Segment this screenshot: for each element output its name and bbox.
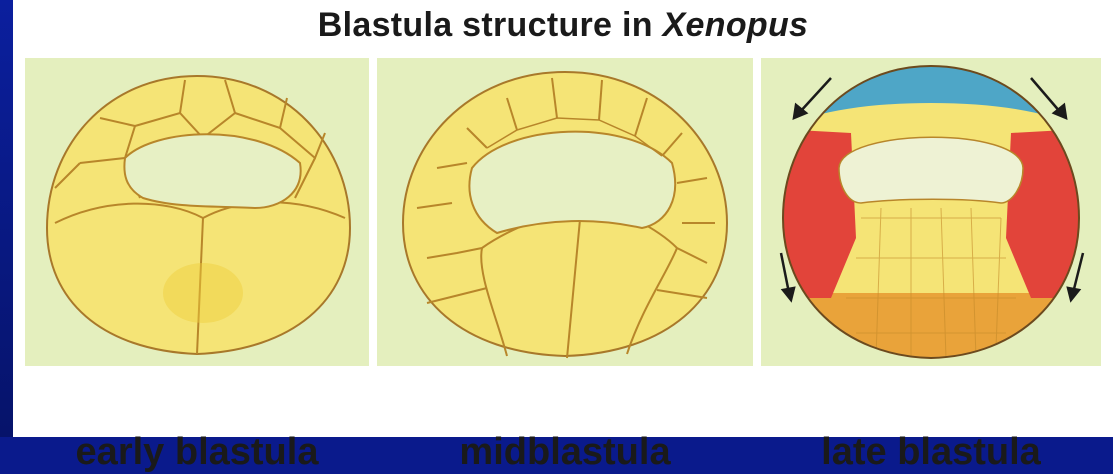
midblastula-illustration [377,58,753,366]
left-frame-bar [0,0,13,437]
slide-title: Blastula structure in Xenopus [13,6,1113,45]
slide: Blastula structure in Xenopus [13,0,1113,437]
early-blastula-illustration [25,58,369,366]
caption-early-blastula: early blastula [25,431,369,474]
panel-midblastula: midblastula [377,58,753,366]
caption-midblastula: midblastula [377,431,753,474]
panel-late-blastula: late blastula [761,58,1101,366]
late-blastula-illustration [761,58,1101,366]
blastocoel [839,137,1023,203]
title-species: Xenopus [663,6,809,44]
caption-late-blastula: late blastula [761,431,1101,474]
panel-early-blastula: early blastula [25,58,369,366]
title-prefix: Blastula structure in [318,6,663,44]
blastocoel [469,132,675,233]
